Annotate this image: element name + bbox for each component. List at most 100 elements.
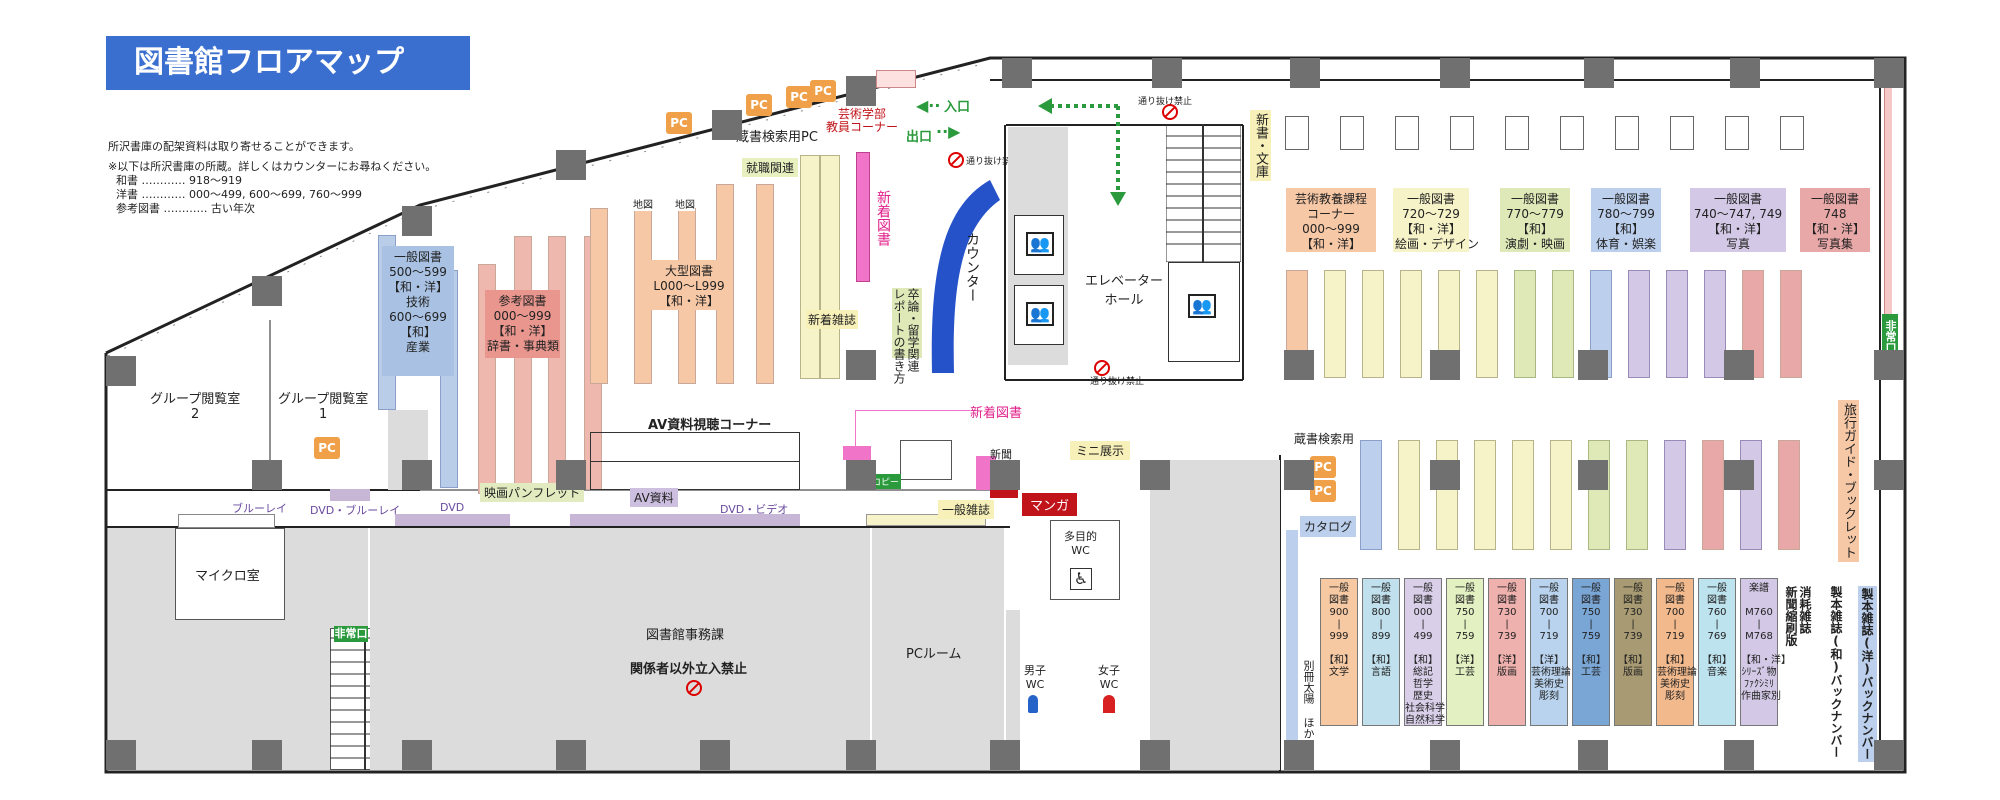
pillar — [1724, 460, 1754, 490]
new-books-label: 新着図書 — [875, 190, 891, 246]
map-label: 地図 — [675, 196, 695, 211]
shelf-row — [1286, 270, 1846, 378]
counter-desk — [931, 180, 1000, 373]
note-line: 洋書 ………… 000～499, 600～699, 760～999 — [116, 188, 362, 201]
bay-text: 一般 図書 900 | 999 【和】 文学 — [1324, 583, 1354, 678]
pillar — [106, 740, 136, 770]
dvd-video-label: DVD・ビデオ — [720, 503, 789, 516]
pillar — [1140, 740, 1170, 770]
pc-badge[interactable]: PC — [314, 437, 340, 459]
pillar — [1874, 740, 1904, 770]
copy-label: コピー — [870, 474, 902, 489]
pillar — [1430, 740, 1460, 770]
female-wc-label: 女子 WC — [1098, 664, 1120, 691]
elevator-3 — [1168, 262, 1240, 362]
pillar — [556, 740, 586, 770]
shelf-pink — [514, 236, 532, 490]
note-line: 参考図書 ………… 古い年次 — [116, 202, 255, 215]
pc-badge[interactable]: PC — [810, 80, 836, 102]
office-label: 図書館事務課 — [646, 628, 725, 643]
bay-text: 楽譜 M760 | M768 【和・洋】 ｼﾘｰｽﾞ物 ﾌｧｸｼﾐﾘ 作曲家別 — [1741, 583, 1791, 702]
pillar — [402, 460, 432, 490]
bay: 楽譜 M760 | M768 【和・洋】 ｼﾘｰｽﾞ物 ﾌｧｸｼﾐﾘ 作曲家別 — [1740, 578, 1791, 726]
pillar — [1578, 740, 1608, 770]
pillar — [1002, 58, 1032, 88]
elevator-icon: 👥 — [1026, 232, 1054, 256]
consumable-label: 消耗雑誌 新聞縮刷版 — [1784, 586, 1812, 646]
multi-wc-label: 多目的 WC — [1064, 530, 1097, 557]
shinsho-label: 新書・文庫 — [1250, 110, 1271, 181]
emergency-exit-right-sign: 非常口 — [1882, 314, 1898, 358]
no-pass-top-label: 通り抜け禁止 — [1138, 97, 1193, 107]
pillar — [846, 76, 876, 106]
bay-row: 一般 図書 900 | 999 【和】 文学 一般 図書 800 | 899 【… — [1320, 578, 1880, 738]
job-label: 就職関連 — [742, 158, 799, 177]
pc-badge[interactable]: PC — [666, 112, 692, 134]
no-entry-icon — [1162, 104, 1178, 120]
shelf-yellow — [820, 155, 840, 379]
pc-badge[interactable]: PC — [746, 94, 772, 116]
guide-arrow — [1038, 98, 1126, 206]
art-corner-table — [876, 70, 916, 88]
multi-wc — [1050, 520, 1120, 600]
exit-label: 出口 — [906, 130, 933, 145]
pc-room-label: PCルーム — [906, 647, 962, 662]
pillar — [712, 110, 742, 140]
pillar — [846, 460, 876, 490]
pillar — [1578, 350, 1608, 380]
elevator-icon: 👥 — [1188, 294, 1216, 318]
office-room — [370, 528, 870, 770]
elevator-icon: 👥 — [1026, 302, 1054, 326]
bay: 一般 図書 750 | 759 【和】 工芸 — [1572, 578, 1610, 726]
pillar — [1290, 58, 1320, 88]
pillar — [1874, 460, 1904, 490]
male-wc-label: 男子 WC — [1024, 664, 1046, 691]
bay-text: 一般 図書 750 | 759 【和】 工芸 — [1576, 583, 1606, 678]
bay: 一般 図書 000 | 499 【和】 総記 哲学 歴史 社会科学 自然科学 — [1404, 578, 1445, 726]
no-entry-icon — [686, 680, 702, 696]
pillar — [1284, 350, 1314, 380]
group-room-1-label: グループ閲覧室 1 — [278, 392, 369, 422]
pc-badge[interactable]: PC — [786, 86, 812, 108]
sign-large-books: 大型図書 L000～L999 【和・洋】 — [646, 260, 732, 310]
sign-general-720: 一般図書 720～729 【和・洋】 絵画・デザイン — [1393, 188, 1479, 252]
map-title: 図書館フロアマップ — [106, 36, 470, 90]
female-icon — [1103, 695, 1115, 713]
travel-label: 旅行ガイド・ブックレット — [1838, 400, 1859, 562]
micro-room-inner — [175, 528, 285, 620]
note-line: 所沢書庫の配架資料は取り寄せることができます。 — [108, 140, 360, 153]
wc-gray-right — [1150, 460, 1280, 770]
manga-label: マンガ — [1022, 493, 1078, 516]
pc-badge[interactable]: PC — [1310, 456, 1336, 478]
no-entry-icon — [948, 152, 964, 168]
bay-text: 一般 図書 760 | 769 【和】 音楽 — [1702, 583, 1732, 678]
bay: 一般 図書 700 | 719 【和】 芸術理論 美術史 彫刻 — [1656, 578, 1697, 726]
new-magazines-label: 新着雑誌 — [806, 310, 859, 329]
dvd-shelf — [395, 514, 510, 526]
pillar — [1152, 58, 1182, 88]
bay-text: 一般 図書 750 | 759 【洋】 工芸 — [1450, 583, 1480, 678]
pillar — [1724, 740, 1754, 770]
pillar — [556, 150, 586, 180]
pillar — [1430, 350, 1460, 380]
new-books-table — [843, 446, 871, 460]
pc-badge[interactable]: PC — [1310, 480, 1336, 502]
pillar — [402, 740, 432, 770]
bay-text: 一般 図書 000 | 499 【和】 総記 哲学 歴史 社会科学 自然科学 — [1405, 583, 1445, 726]
display-table — [900, 440, 952, 480]
general-magazine-sign: 一般雑誌 — [938, 500, 995, 519]
note-line: 和書 ………… 918～919 — [116, 174, 242, 187]
bound-foreign-label: 製本雑誌(洋)バックナンバー — [1858, 586, 1877, 762]
pillar — [252, 276, 282, 306]
new-books-center-label: 新着図書 — [970, 406, 1023, 421]
pillar — [402, 206, 432, 236]
pillar — [556, 460, 586, 490]
catalog-label: カタログ — [1300, 516, 1357, 537]
sign-reference: 参考図書 000～999 【和・洋】 辞書・事典類 — [485, 290, 560, 358]
dvd-video-shelf — [570, 514, 800, 526]
bay-text: 一般 図書 730 | 739 【洋】 版画 — [1492, 583, 1522, 678]
av-corner-label: AV資料視聴コーナー — [648, 418, 772, 433]
pillar — [1284, 460, 1314, 490]
shelf-row — [1360, 440, 1860, 550]
emergency-exit-sign: 非常口 — [334, 626, 368, 642]
